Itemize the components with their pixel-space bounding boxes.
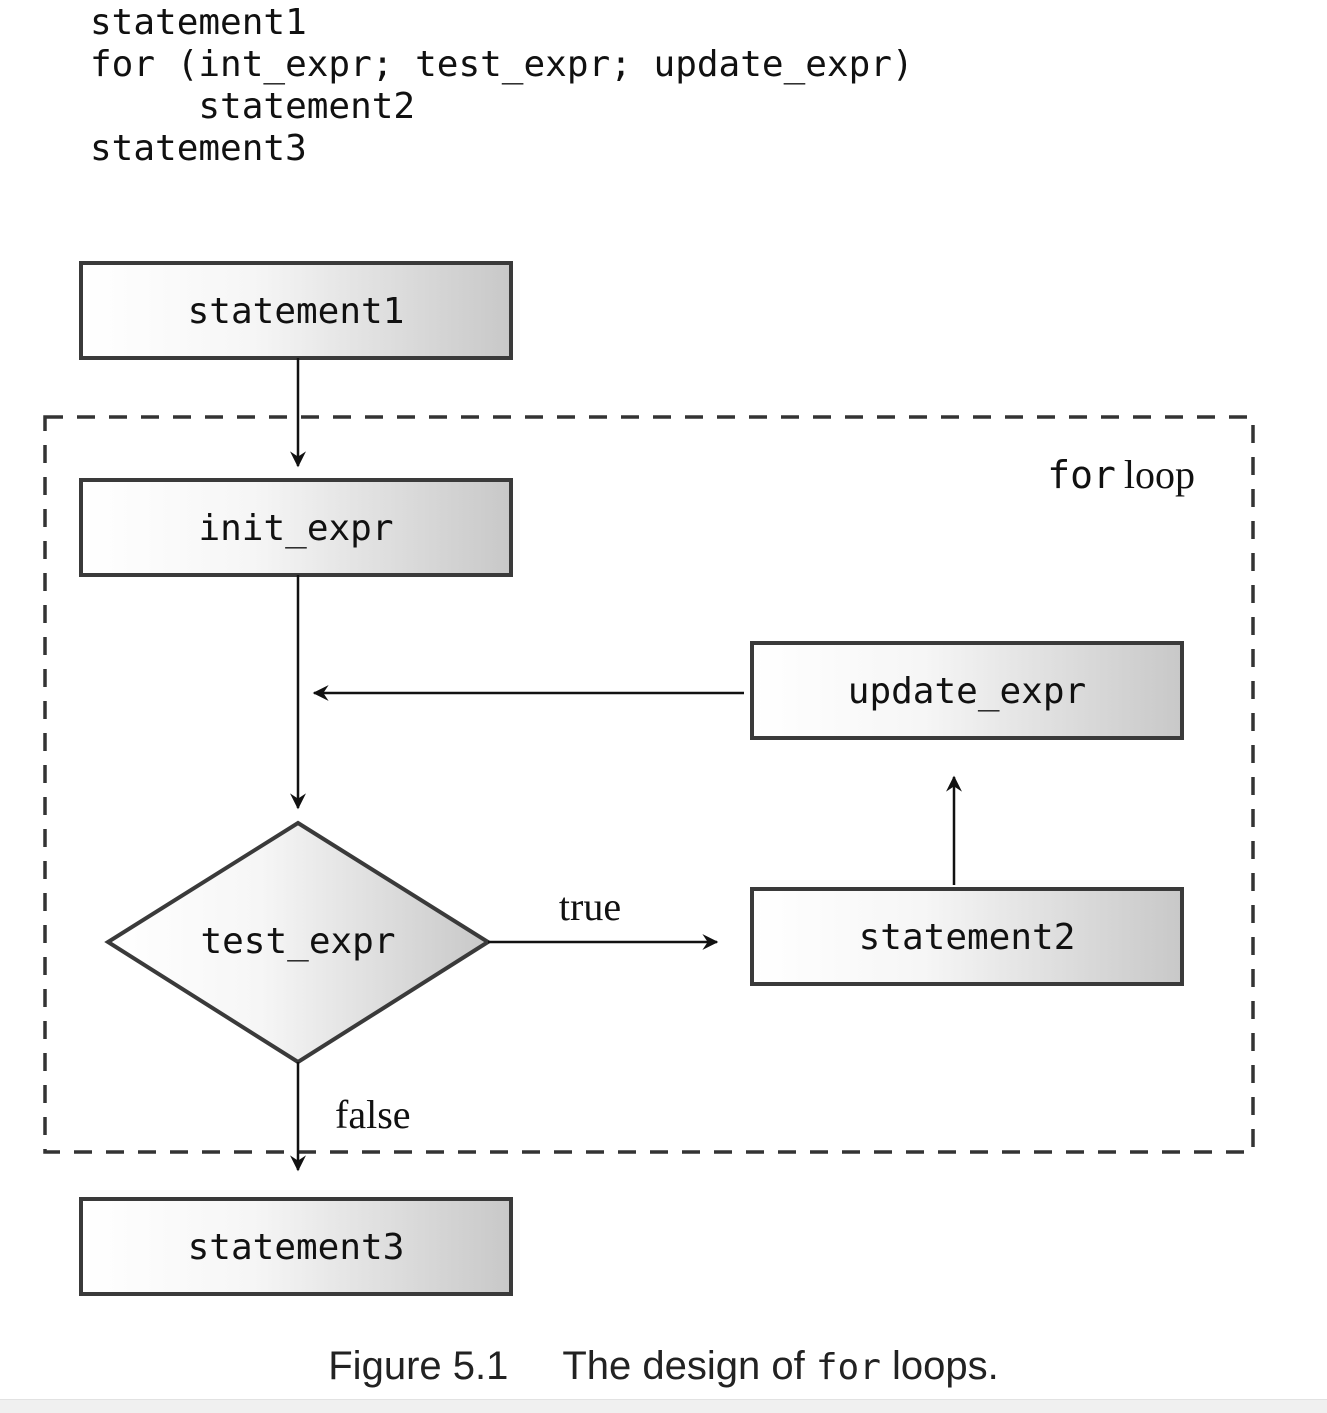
- statement3-box: [79, 1197, 513, 1296]
- code-line: for (int_expr; test_expr; update_expr): [90, 44, 914, 85]
- figure-caption: Figure 5.1 The design of for loops.: [0, 1344, 1327, 1389]
- update-expr-label: update_expr: [848, 671, 1086, 712]
- true-label: true: [559, 884, 621, 929]
- update-expr-box: [750, 641, 1184, 740]
- code-line: statement1: [90, 2, 307, 43]
- loop-word: loop: [1124, 452, 1195, 497]
- init-expr-box: [79, 478, 513, 577]
- code-line: statement2: [90, 86, 416, 127]
- for-keyword: for: [1047, 453, 1116, 497]
- caption-keyword: for: [815, 1347, 881, 1388]
- statement2-label: statement2: [859, 917, 1076, 958]
- statement2-box: [750, 887, 1184, 986]
- bottom-bar: [0, 1399, 1327, 1413]
- caption-text-after: loops.: [880, 1344, 999, 1388]
- init-expr-label: init_expr: [198, 508, 393, 549]
- test-expr-label: test_expr: [200, 921, 395, 962]
- statement1-label: statement1: [188, 291, 405, 332]
- for-loop-frame: [43, 415, 1255, 1154]
- caption-text-before: The design of: [562, 1344, 816, 1388]
- figure-number: Figure 5.1: [328, 1344, 509, 1388]
- code-line: statement3: [90, 128, 307, 169]
- statement3-label: statement3: [188, 1227, 405, 1268]
- false-label: false: [335, 1092, 411, 1137]
- statement1-box: [79, 261, 513, 360]
